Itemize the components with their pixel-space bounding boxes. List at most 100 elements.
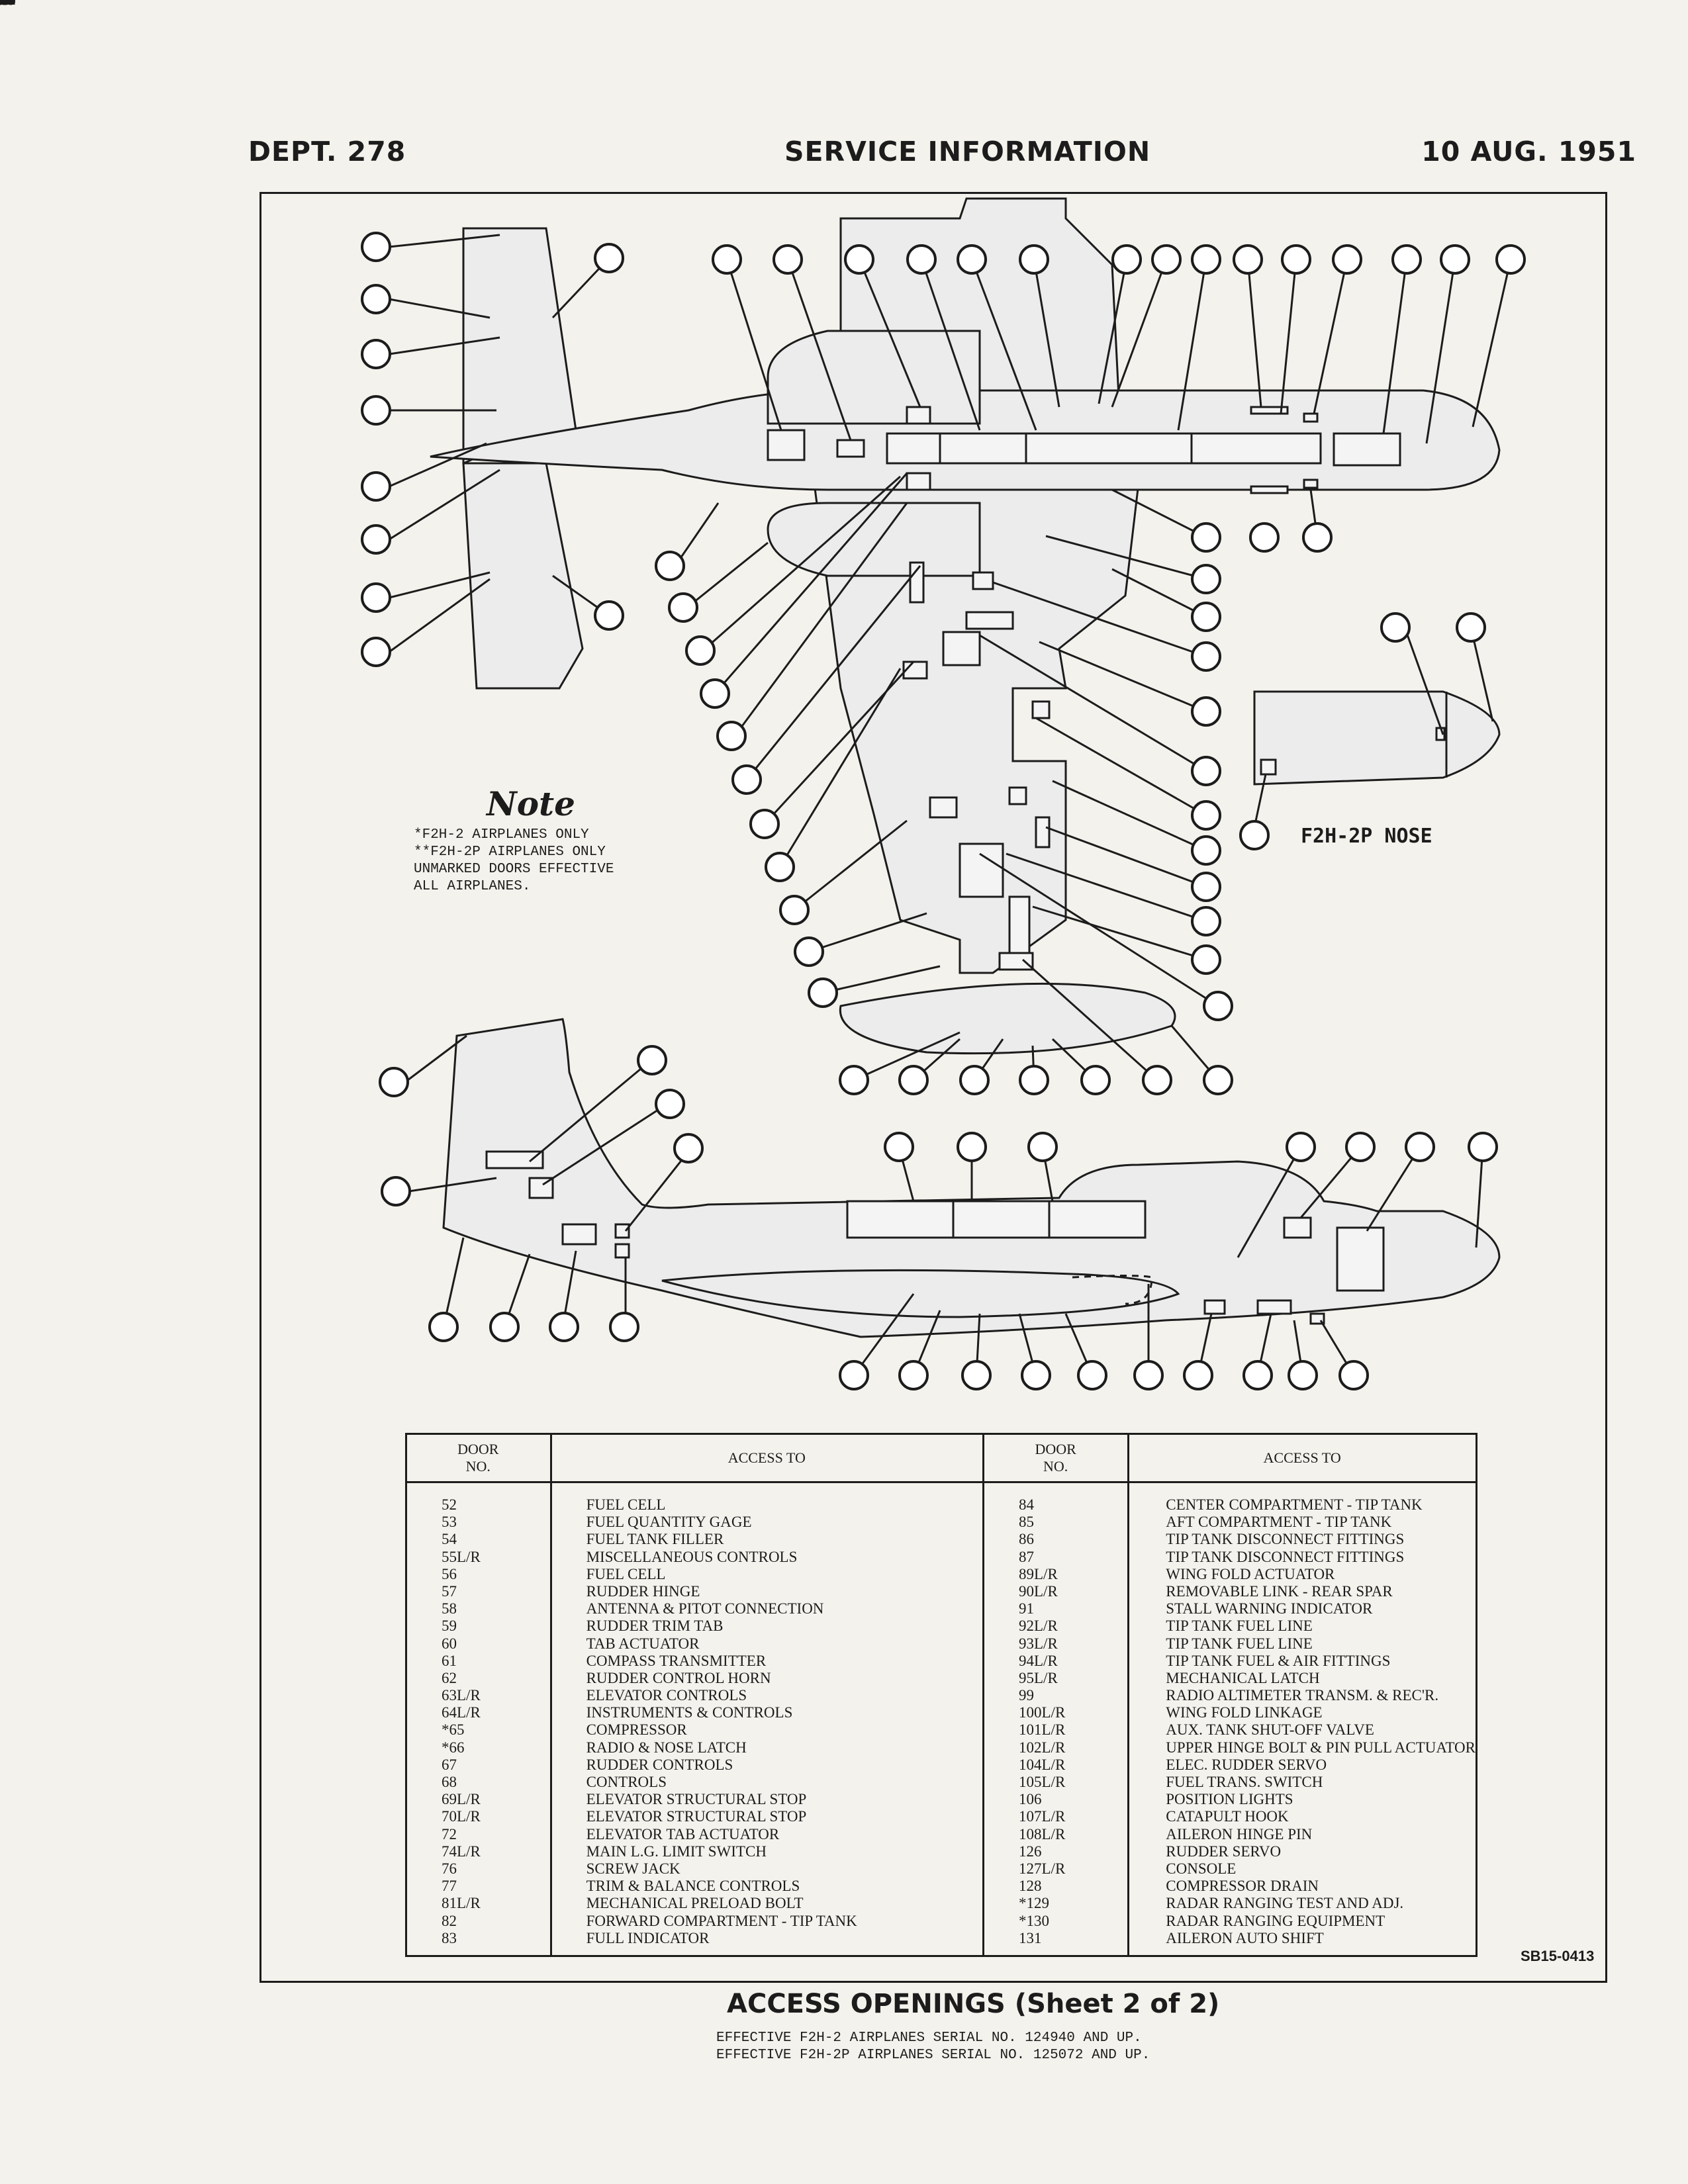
callout: 92	[0, 0, 1221, 831]
door-number: 127L/R	[1019, 1860, 1066, 1877]
door-number: 74L/R	[442, 1843, 481, 1860]
svg-text:70: 70	[0, 0, 11, 9]
callout: 30	[0, 0, 742, 275]
callout: 25	[0, 0, 730, 709]
access-description: CONSOLE	[1166, 1860, 1237, 1877]
access-description: POSITION LIGHTS	[1166, 1791, 1293, 1808]
svg-text:9: 9	[0, 0, 5, 9]
access-description: COMPRESSOR DRAIN	[1166, 1878, 1319, 1895]
svg-text:29: 29	[0, 0, 11, 9]
access-description: RUDDER HINGE	[586, 1582, 700, 1600]
svg-text:10: 10	[0, 0, 11, 9]
svg-text:3: 3	[0, 0, 5, 9]
door-number: *66	[442, 1739, 465, 1756]
svg-text:85: 85	[0, 0, 11, 9]
door-number: 104L/R	[1019, 1756, 1066, 1773]
callout: 38	[0, 0, 459, 1342]
door-number: 52	[442, 1496, 457, 1513]
svg-text:101: 101	[0, 0, 16, 9]
svg-text:23: 23	[0, 0, 11, 9]
svg-text:36: 36	[0, 0, 11, 9]
svg-text:84: 84	[0, 0, 11, 9]
svg-text:13: 13	[0, 0, 11, 9]
door-number: 101L/R	[1019, 1721, 1066, 1739]
engine-nacelle-upper	[767, 330, 981, 425]
access-description: CONTROLS	[586, 1774, 667, 1790]
callout: 128	[0, 0, 1270, 850]
door-number: 68	[442, 1774, 457, 1790]
callout: 100	[0, 0, 780, 839]
svg-text:18: 18	[0, 0, 11, 9]
door-number: 106	[1019, 1791, 1042, 1808]
callout: 56	[0, 0, 1058, 1162]
callout: 1	[0, 0, 1486, 643]
access-description: RADAR RANGING EQUIPMENT	[1166, 1912, 1385, 1929]
svg-text:37: 37	[0, 0, 11, 9]
callout: 35	[0, 0, 391, 314]
door-number: 91	[1019, 1600, 1034, 1617]
access-description: TAB ACTUATOR	[586, 1635, 700, 1652]
svg-text:55: 55	[0, 0, 11, 9]
door-number: 58	[442, 1600, 457, 1617]
callout: 84	[0, 0, 990, 1095]
svg-text:90: 90	[0, 0, 11, 9]
access-description: FUEL TANK FILLER	[586, 1531, 724, 1548]
callout: 63	[0, 0, 1164, 1390]
side-view-aircraft	[442, 1018, 1501, 1338]
access-description: RUDDER SERVO	[1166, 1843, 1282, 1860]
callout: 5	[0, 0, 1362, 275]
note-line: ALL AIRPLANES.	[414, 879, 531, 894]
svg-text:6: 6	[0, 0, 5, 9]
callout: 3	[0, 0, 1422, 275]
access-description: MECHANICAL PRELOAD BOLT	[586, 1895, 804, 1912]
callout: 126	[0, 0, 704, 1163]
access-description: ANTENNA & PITOT CONNECTION	[586, 1600, 824, 1617]
svg-text:30: 30	[0, 0, 11, 9]
access-description: STALL WARNING INDICATOR	[1166, 1600, 1373, 1617]
callout: 6	[0, 0, 1311, 275]
access-description: TIP TANK FUEL & AIR FITTINGS	[1166, 1652, 1391, 1669]
callout: 127	[0, 0, 1316, 1162]
access-description: REMOVABLE LINK - REAR SPAR	[1166, 1582, 1393, 1600]
svg-text:6: 6	[0, 0, 5, 9]
callout: 22	[0, 0, 795, 882]
svg-text:27: 27	[0, 0, 11, 9]
door-number: 99	[1019, 1687, 1034, 1704]
door-number: 93L/R	[1019, 1635, 1058, 1652]
access-description: COMPRESSOR	[586, 1721, 687, 1739]
door-number: 126	[1019, 1843, 1042, 1860]
callout: 55	[0, 0, 716, 666]
callout: 52	[0, 0, 987, 1162]
door-number: 102L/R	[1019, 1739, 1066, 1756]
callout: 26	[0, 0, 762, 795]
access-description: FUEL QUANTITY GAGE	[586, 1514, 752, 1531]
callout: 91	[0, 0, 1221, 866]
callout: 2	[0, 0, 1411, 643]
svg-text:107: 107	[0, 0, 16, 9]
access-description: TIP TANK FUEL LINE	[1166, 1635, 1313, 1652]
callout: 14	[0, 0, 1142, 275]
callout: 34	[0, 0, 391, 262]
door-number: 54	[442, 1531, 457, 1548]
svg-text:128: 128	[0, 0, 16, 9]
callout: 9	[0, 0, 987, 275]
svg-text:1: 1	[0, 0, 5, 9]
note-line: *F2H-2 AIRPLANES ONLY	[414, 827, 589, 842]
door-number: 105L/R	[1019, 1774, 1066, 1790]
svg-text:2: 2	[0, 0, 5, 9]
access-description: FUEL CELL	[586, 1496, 666, 1513]
door-number: 53	[442, 1514, 457, 1531]
access-description: ELEC. RUDDER SERVO	[1166, 1756, 1327, 1773]
access-description: ELEVATOR CONTROLS	[586, 1687, 747, 1704]
svg-text:39: 39	[0, 0, 11, 9]
callout: 29	[0, 0, 803, 275]
callout: 70	[0, 0, 411, 1206]
access-description: ELEVATOR TAB ACTUATOR	[586, 1825, 780, 1843]
right-horizontal-stabilizer	[462, 462, 584, 690]
svg-text:94: 94	[0, 0, 11, 9]
svg-text:57: 57	[0, 0, 11, 9]
svg-text:7: 7	[0, 0, 5, 9]
door-number: 131	[1019, 1929, 1042, 1946]
svg-text:67: 67	[0, 0, 11, 9]
door-number: 83	[442, 1929, 457, 1946]
